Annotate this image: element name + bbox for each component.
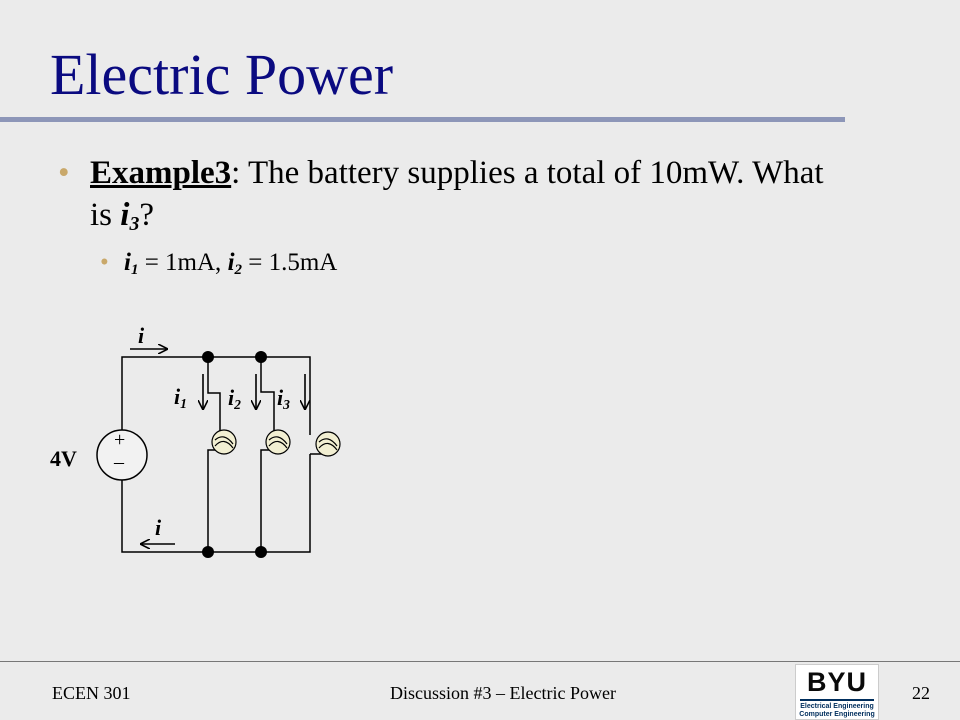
byu-logo: BYU Electrical Engineering Computer Engi… (795, 664, 879, 720)
wire-bottom (121, 454, 311, 553)
bulb-1-icon (211, 429, 237, 455)
var-i1: i1 (124, 249, 139, 278)
bulb-2-icon (265, 429, 291, 455)
junction-node (255, 351, 267, 363)
bullet-text: Example3: The battery supplies a total o… (90, 155, 824, 235)
junction-node (202, 351, 214, 363)
wire-branch-1-bottom (207, 449, 220, 552)
footer-divider (0, 661, 960, 662)
plus-sign: + (114, 429, 126, 451)
branch-label-i1: i1 (174, 384, 187, 412)
example-label: Example3 (90, 155, 232, 191)
source-voltage-label: 4V (50, 446, 77, 471)
branch-label-i3: i3 (277, 385, 290, 413)
sub-bullet-text: i1 = 1mA, i2 = 1.5mA (124, 249, 338, 278)
junction-node (202, 546, 214, 558)
var-i2: i2 (227, 249, 243, 278)
footer-course: ECEN 301 (52, 683, 131, 703)
voltage-source (96, 429, 148, 481)
wire-branch-2-bottom (260, 449, 274, 552)
minus-sign: – (114, 451, 124, 473)
current-label-bottom: i (155, 515, 162, 540)
wire-left (121, 356, 311, 436)
wire-branch-1-top (207, 357, 221, 434)
junction-node (255, 546, 267, 558)
branch-label-i2: i2 (228, 385, 241, 413)
footer-topic: Discussion #3 – Electric Power (390, 683, 616, 703)
wire-branch-2-top (260, 357, 275, 434)
bullet-dot: • (58, 155, 70, 191)
page-number: 22 (912, 683, 930, 703)
sub-bullet-dot: • (100, 249, 109, 276)
var-i3: i3 (120, 197, 140, 235)
title-divider (0, 117, 845, 122)
slide-title: Electric Power (50, 42, 394, 107)
current-label-top: i (138, 323, 145, 348)
bulb-3-icon (315, 431, 341, 457)
